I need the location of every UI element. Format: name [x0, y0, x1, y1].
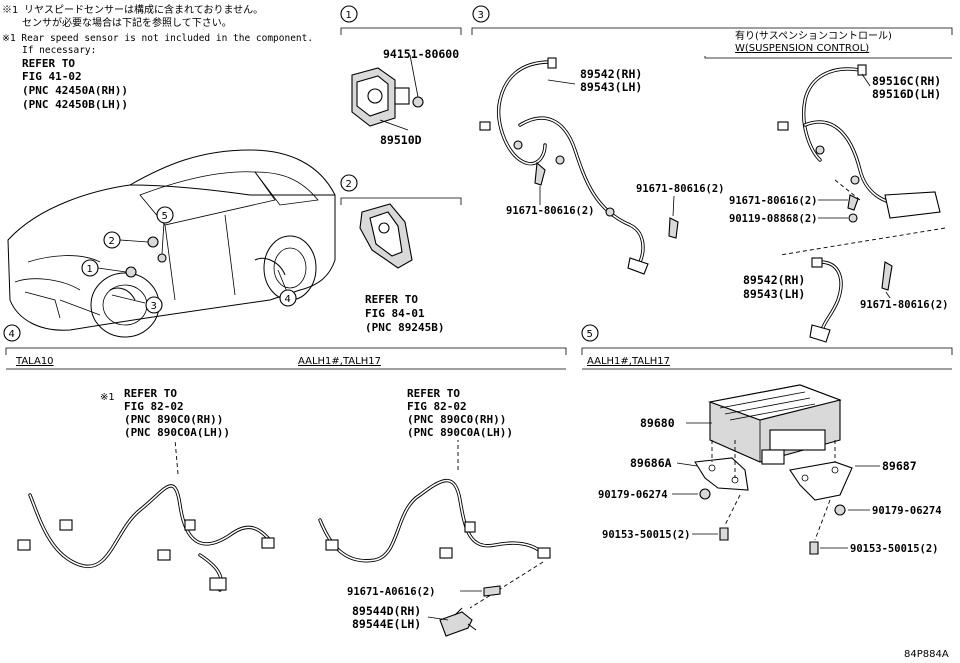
s3-variant-jp: 有り(サスペンションコントロール): [735, 29, 892, 42]
section-3: 3 有り(サスペンションコントロール) W(SUSPENSION CONTROL…: [471, 5, 953, 343]
svg-text:4: 4: [9, 329, 15, 340]
label-s3-bolt-a: 91671-80616(2): [506, 205, 595, 217]
label-89680: 89680: [640, 416, 675, 430]
s4-left-ref-3: (PNC 890C0(RH)): [124, 413, 223, 426]
s4-left-ref-1: REFER TO: [124, 387, 177, 400]
s4-right-ref-2: FIG 82-02: [407, 400, 467, 413]
svg-text:4: 4: [285, 294, 291, 305]
svg-text:3: 3: [151, 301, 157, 312]
section-5: 5 AALH1#,TALH17 89680 89686A: [581, 324, 953, 555]
vehicle-callout-1: 1: [81, 259, 99, 277]
s4-left-harness: [17, 439, 275, 592]
section-2-number: 2: [340, 174, 358, 192]
label-s3-89516D: 89516D(LH): [872, 87, 941, 101]
note-ref-1: REFER TO: [22, 57, 75, 70]
s4-variant-right: AALH1#,TALH17: [298, 356, 381, 367]
label-89510D: 89510D: [380, 133, 422, 147]
section-4-number: 4: [3, 324, 21, 342]
label-s5-nut-right: 90179-06274: [872, 505, 942, 517]
s5-bracket-right: [789, 461, 853, 501]
s3-lower-harness: [809, 257, 843, 343]
s5-ecu: [707, 384, 842, 465]
section-5-number: 5: [581, 324, 599, 342]
label-89687: 89687: [882, 459, 917, 473]
section-2: 2 REFER TO FIG 84-01 (PNC 89245B): [340, 174, 462, 334]
label-s3-right-bolt: 91671-80616(2): [729, 195, 818, 207]
label-s5-bolt-right: 90153-50015(2): [850, 543, 939, 555]
label-s3-lower-89542: 89542(RH): [743, 273, 805, 287]
vehicle-callout-3: 3: [145, 296, 163, 314]
section-4: 4 TALA10 AALH1#,TALH17 ※1 REFER TO FIG 8…: [3, 324, 567, 637]
s3-right-harness: [777, 64, 941, 219]
s3-variant-en: W(SUSPENSION CONTROL): [735, 43, 869, 54]
s4-left-ref-4: (PNC 890C0A(LH)): [124, 426, 230, 439]
svg-text:1: 1: [346, 10, 352, 21]
s4-left-ref-2: FIG 82-02: [124, 400, 184, 413]
s3-left-harness: [479, 57, 649, 275]
label-s4-bolt: 91671-A0616(2): [347, 586, 436, 598]
s2-ref-1: REFER TO: [365, 293, 418, 306]
s4-right-ref-4: (PNC 890C0A(LH)): [407, 426, 513, 439]
vehicle-callout-5: 5: [156, 206, 174, 224]
note-jp-1: ※1 リヤスピードセンサーは構成に含まれておりません。: [2, 3, 263, 16]
note-en-1: ※1 Rear speed sensor is not included in …: [2, 33, 313, 44]
label-94151-80600: 94151-80600: [383, 47, 459, 61]
sensor-bracket-part: [359, 203, 413, 269]
label-s4-89544E: 89544E(LH): [352, 617, 421, 631]
vehicle-callout-2: 2: [103, 231, 121, 249]
svg-text:5: 5: [162, 211, 168, 222]
note-en-2: If necessary:: [22, 45, 96, 56]
note-ref-3: (PNC 42450A(RH)): [22, 84, 128, 97]
vehicle-callout-4: 4: [279, 289, 297, 307]
notes-block: ※1 リヤスピードセンサーは構成に含まれておりません。 センサが必要な場合は下記…: [2, 3, 313, 111]
s4-right-ref-3: (PNC 890C0(RH)): [407, 413, 506, 426]
s4-right-ref-1: REFER TO: [407, 387, 460, 400]
label-s5-bolt-left: 90153-50015(2): [602, 529, 691, 541]
svg-text:2: 2: [109, 236, 115, 247]
note-ref-4: (PNC 42450B(LH)): [22, 98, 128, 111]
label-s3-89516C: 89516C(RH): [872, 74, 941, 88]
label-s3-right-bolt2: 90119-08868(2): [729, 213, 818, 225]
label-s3-lower-89543: 89543(LH): [743, 287, 805, 301]
s5-bracket-left: [694, 457, 749, 491]
svg-text:3: 3: [478, 10, 484, 21]
s4-speed-sensor: [439, 607, 477, 637]
label-s3-89542RH: 89542(RH): [580, 67, 642, 81]
yaw-rate-sensor-part: [351, 67, 424, 127]
section-1: 1 94151-80600 89510D: [340, 5, 462, 147]
figure-code: 84P884A: [904, 649, 949, 660]
s2-ref-3: (PNC 89245B): [365, 321, 444, 334]
label-s3-89543LH: 89543(LH): [580, 80, 642, 94]
note-jp-2: センサが必要な場合は下記を参照して下さい。: [22, 16, 232, 29]
label-89686A: 89686A: [630, 456, 672, 470]
label-s3-lower-bolt: 91671-80616(2): [860, 299, 949, 311]
s2-ref-2: FIG 84-01: [365, 307, 425, 320]
svg-text:5: 5: [587, 329, 593, 340]
s4-right-harness: [318, 440, 551, 563]
svg-text:1: 1: [87, 264, 93, 275]
section-1-number: 1: [340, 5, 358, 23]
label-s3-bolt-b: 91671-80616(2): [636, 183, 725, 195]
s5-variant: AALH1#,TALH17: [587, 356, 670, 367]
label-s4-89544D: 89544D(RH): [352, 604, 421, 618]
s4-mark: ※1: [100, 392, 115, 403]
label-s5-nut-left: 90179-06274: [598, 489, 668, 501]
vehicle-illustration: 1 2 3 4 5: [7, 149, 336, 338]
svg-text:2: 2: [346, 179, 352, 190]
s4-variant-left: TALA10: [15, 356, 54, 367]
note-ref-2: FIG 41-02: [22, 70, 82, 83]
section-3-number: 3: [472, 5, 490, 23]
